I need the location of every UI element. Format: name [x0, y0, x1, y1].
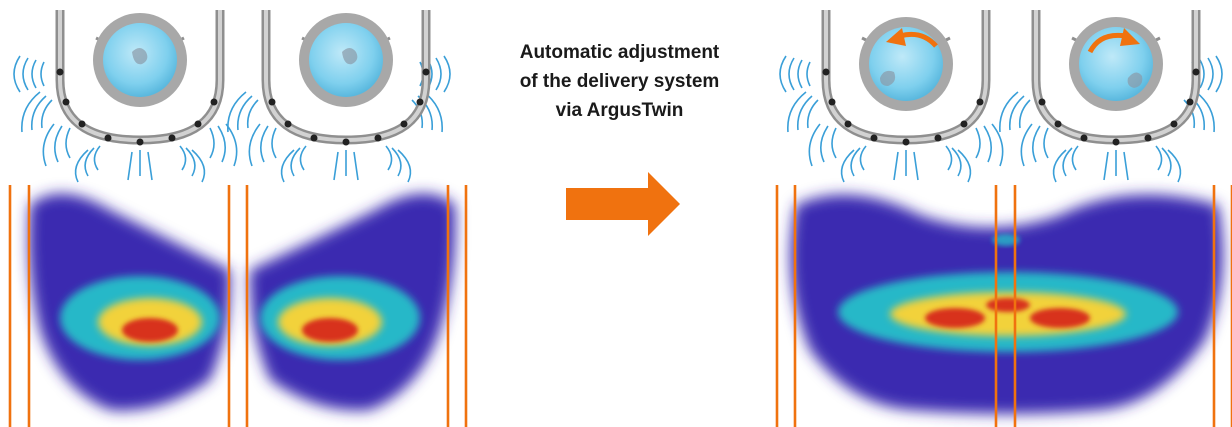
caption-line-2: of the delivery system: [519, 71, 720, 92]
after-panel: [775, 10, 1232, 427]
adjustment-caption: Automatic adjustment of the delivery sys…: [492, 38, 747, 125]
spray-heatmap-after: [790, 194, 1223, 414]
rotate-clockwise-icon: [1087, 32, 1127, 54]
delivery-head-left-after: [779, 10, 1004, 183]
delivery-head-right-after: [999, 10, 1223, 183]
delivery-head-left-before: [13, 10, 238, 183]
boundary-lines-after: [775, 185, 1232, 427]
sound-waves-left-before: [13, 55, 238, 183]
delivery-head-right-before: [227, 10, 451, 183]
before-panel: [8, 10, 468, 427]
caption-line-1: Automatic adjustment: [519, 42, 720, 63]
boundary-lines-before: [8, 185, 468, 427]
right-arrow-icon: [566, 172, 680, 236]
caption-line-3: via ArgusTwin: [555, 100, 684, 121]
spray-heatmap-before: [28, 193, 456, 411]
